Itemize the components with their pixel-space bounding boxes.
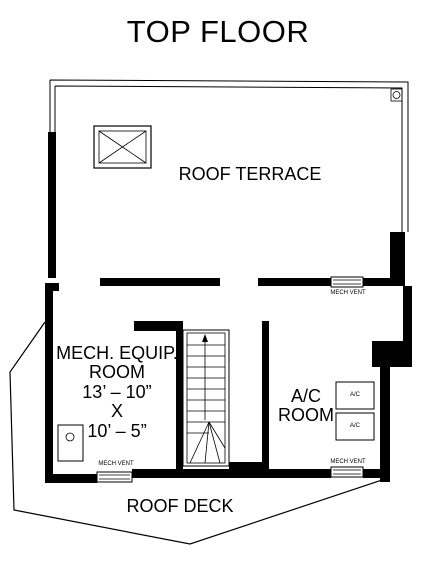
roof-deck-label: ROOF DECK	[126, 496, 234, 516]
stair-arrow	[202, 334, 208, 342]
roof-deck-outline	[9, 321, 389, 545]
mech-room-line1: MECH. EQUIP.	[56, 343, 178, 363]
wall-stair-left	[176, 321, 183, 471]
ac-room-label: A/C ROOM	[270, 386, 342, 426]
ac-room-line2: ROOM	[278, 405, 334, 426]
stair-bottom-stub	[229, 462, 262, 470]
water-heater	[57, 424, 84, 462]
mech-vent-right-label: MECH VENT	[330, 459, 366, 465]
stair-treads	[187, 344, 226, 464]
wall-left-terrace	[48, 132, 56, 278]
mech-vent-bottom-left	[96, 471, 133, 483]
ac-unit-2-label: A/C	[349, 423, 360, 429]
ac-unit-2-box	[335, 412, 375, 441]
wall-left-mech-notch	[45, 283, 59, 291]
wall-divider-3	[363, 278, 390, 286]
mech-room-dim-x: X	[110, 401, 123, 422]
terrace-outer-line	[49, 79, 409, 232]
mech-vent-bottom-right	[330, 466, 364, 478]
mech-room-dim2: 10’ – 5”	[87, 420, 147, 441]
drain-square	[390, 88, 403, 102]
drain-circle	[392, 91, 401, 99]
mech-vent-top-label: MECH VENT	[330, 290, 366, 296]
ac-unit-1-box	[335, 381, 375, 410]
mech-vent-left-label: MECH VENT	[98, 461, 134, 467]
mech-room-label: MECH. EQUIP. ROOM 13’ – 10” X 10’ – 5”	[52, 343, 182, 441]
wall-right-upper	[390, 232, 405, 286]
wall-right-lower	[380, 341, 390, 482]
wall-left-mech	[45, 283, 53, 483]
terrace-inner-line	[54, 85, 403, 232]
mech-vent-top	[330, 276, 364, 288]
wall-mech-top-stub	[134, 321, 181, 331]
stair-inner	[186, 332, 226, 464]
wall-bottom-right	[363, 469, 390, 478]
wall-bottom-left	[45, 474, 97, 483]
wall-ac-left	[262, 321, 269, 469]
water-heater-circle	[65, 432, 75, 442]
wall-bottom-mid	[132, 469, 331, 478]
skylight-cross	[98, 130, 147, 164]
wall-divider-1	[100, 278, 220, 286]
skylight-inner	[98, 130, 147, 164]
wall-right-jog	[372, 341, 412, 367]
stair-outline	[182, 329, 230, 467]
mech-room-dim1: 13’ – 10”	[82, 381, 152, 402]
mech-room-line2: ROOM	[89, 362, 145, 383]
page-title: TOP FLOOR	[126, 14, 310, 49]
roof-terrace-label: ROOF TERRACE	[178, 164, 322, 184]
ac-unit-1-label: A/C	[349, 392, 360, 398]
ac-room-line1: A/C	[290, 386, 321, 406]
skylight	[93, 125, 152, 169]
wall-right-shaft	[403, 286, 412, 342]
wall-divider-2	[258, 278, 331, 286]
